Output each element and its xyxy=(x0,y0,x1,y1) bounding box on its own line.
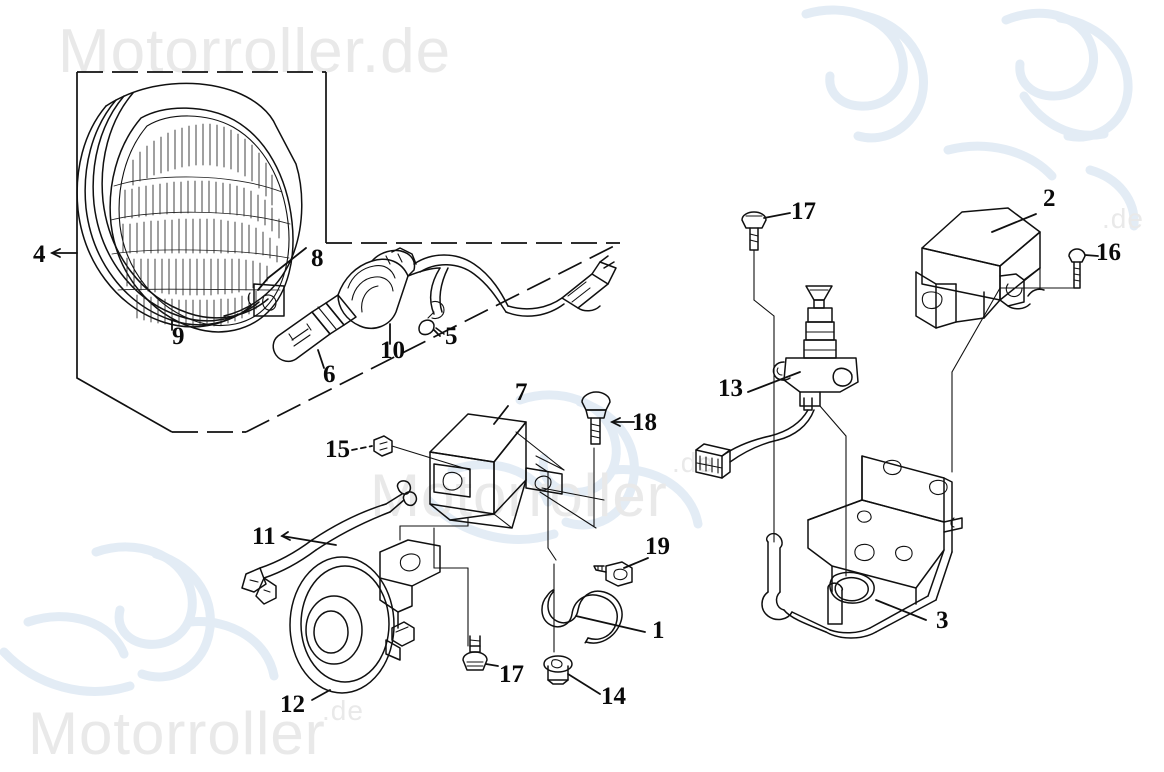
leader-4 xyxy=(49,248,78,258)
fastener-14 xyxy=(543,655,573,685)
callout-numbers: 1 2 3 4 5 6 7 8 9 10 11 12 13 14 15 16 1… xyxy=(33,185,1121,718)
horn xyxy=(241,480,441,694)
fastener-17-upper xyxy=(741,211,767,251)
guide-15 xyxy=(391,445,471,471)
headlight-bulb-and-socket xyxy=(272,247,617,363)
callout-16-screw: 16 xyxy=(1096,239,1121,266)
callout-13-ignition-coil: 13 xyxy=(718,375,743,402)
cdi-unit xyxy=(915,207,1045,329)
watermark-center: Motorroller xyxy=(370,462,668,529)
leader-8 xyxy=(257,247,307,291)
assembly-guide-lines xyxy=(399,431,605,653)
leader-14 xyxy=(567,673,601,695)
callout-12-horn: 12 xyxy=(280,691,305,718)
callout-19-screw: 19 xyxy=(645,533,670,560)
callout-2-cdi-unit: 2 xyxy=(1043,185,1056,212)
leader-2 xyxy=(991,213,1037,233)
watermark-right-de: .de xyxy=(1102,203,1144,234)
swirl-decorations xyxy=(0,5,1139,696)
leader-5 xyxy=(433,329,441,337)
leader-12 xyxy=(311,689,331,701)
callout-9-headlight-lens: 9 xyxy=(172,323,185,350)
lens-flutes xyxy=(110,123,291,328)
watermark-top: Motorroller.de xyxy=(58,17,451,86)
leader-3 xyxy=(875,599,927,621)
callout-6-headlight-bulb: 6 xyxy=(323,361,336,388)
callout-4-headlight-assembly: 4 xyxy=(33,241,46,268)
callout-18-bolt: 18 xyxy=(632,409,657,436)
relay-box xyxy=(429,413,563,529)
leader-16 xyxy=(1084,254,1099,257)
callout-14-nut: 14 xyxy=(601,683,627,710)
leader-15 xyxy=(351,445,373,451)
leader-18 xyxy=(609,417,635,427)
fastener-18 xyxy=(581,391,611,445)
mounting-bracket xyxy=(761,455,963,639)
callout-1-retaining-clip: 1 xyxy=(652,617,665,644)
leader-11 xyxy=(280,531,337,546)
leader-1 xyxy=(575,615,646,633)
callout-11-horn-wire: 11 xyxy=(252,523,276,550)
ignition-coil xyxy=(695,285,859,479)
callout-3-mounting-bracket: 3 xyxy=(936,607,949,634)
fastener-16 xyxy=(1068,248,1086,289)
leader-17-upper xyxy=(763,212,791,219)
callout-17-bolt-upper: 17 xyxy=(791,198,816,225)
group-box-headlight-assembly xyxy=(76,71,621,433)
leader-19 xyxy=(623,557,649,569)
callout-10-bulb-socket: 10 xyxy=(380,337,405,364)
callout-8-headlight-housing: 8 xyxy=(311,245,324,272)
watermark-bottom: Motorroller xyxy=(28,700,326,767)
fastener-15 xyxy=(373,435,393,457)
callout-5-clip: 5 xyxy=(445,323,458,350)
headlight-assembly xyxy=(76,82,303,333)
leader-7 xyxy=(493,405,509,425)
callout-17-bolt-lower: 17 xyxy=(499,661,524,688)
leader-17-lower xyxy=(485,663,499,667)
retaining-clip xyxy=(541,589,623,644)
leader-6 xyxy=(317,349,325,369)
watermark-bottom-de: .de xyxy=(322,695,364,726)
fastener-19 xyxy=(593,561,633,587)
callout-15-clip: 15 xyxy=(325,436,350,463)
callout-7-relay-box: 7 xyxy=(515,379,528,406)
fastener-17-lower xyxy=(462,635,488,671)
